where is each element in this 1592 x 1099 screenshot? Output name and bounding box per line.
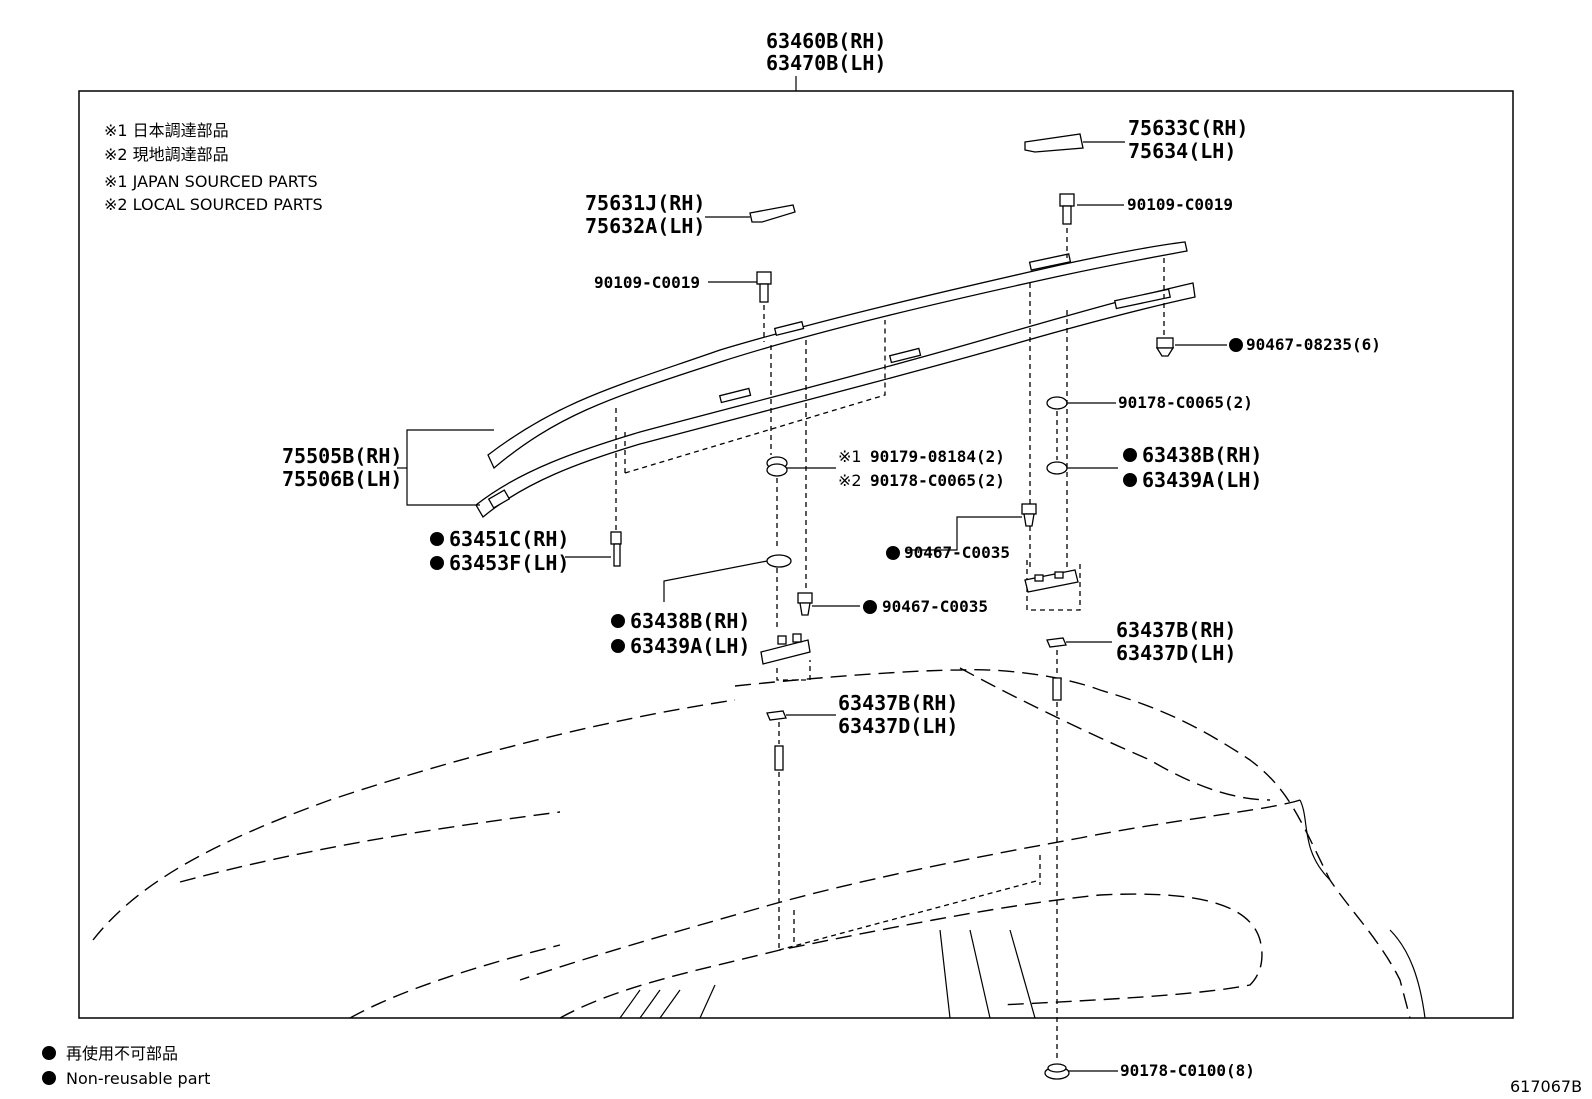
nut-rear-upper-part [1046,396,1068,410]
cover-rear-part [1024,133,1084,153]
legend-en: Non-reusable part [66,1069,210,1088]
vehicle-body-outline [92,667,1426,1019]
note-1-jp: ※1 日本調達部品 [104,121,229,140]
note-1-en: ※1 JAPAN SOURCED PARTS [104,172,318,191]
non-reusable-mark [1229,338,1243,352]
pad-front-part [766,554,792,568]
nut-front-local-label: 90178-C0065(2) [870,471,1005,490]
rail-rh-label: 75505B(RH) [282,444,402,468]
bracket-front-assembly-part [760,633,811,681]
clip-rear-label: 90467-08235(6) [1246,335,1381,354]
bolt-front-top-part [756,271,772,303]
pad-front-lh-label: 63439A(LH) [630,634,750,658]
clip-rear-mid-part [1021,503,1037,527]
roof-rail-upper [487,241,1188,470]
jp-mark: ※1 [838,447,862,466]
cover-rear-lh-label: 75634(LH) [1128,139,1236,163]
nut-bottom-label: 90178-C0100(8) [1120,1061,1255,1080]
non-reusable-mark [430,532,444,546]
stud-front-part [774,745,784,771]
bolt-front-top-label: 90109-C0019 [594,273,700,292]
clip-front-end-rh-label: 63451C(RH) [449,527,569,551]
non-reusable-mark [1123,473,1137,487]
nut-front-jp-label: 90179-08184(2) [870,447,1005,466]
cover-front-part [749,204,796,223]
bracket-front-rh-label: 63437B(RH) [838,691,958,715]
bracket-rear-assembly-part [1024,569,1079,593]
non-reusable-mark [611,639,625,653]
bracket-rear-lh-label: 63437D(LH) [1116,641,1236,665]
nut-bottom-part [1044,1063,1070,1080]
cover-rear-rh-label: 75633C(RH) [1128,116,1248,140]
clip-front-mid-label: 90467-C0035 [882,597,988,616]
clip-rear-mid-label: 90467-C0035 [904,543,1010,562]
legend-mark [42,1071,56,1085]
nut-front-part [766,456,788,477]
stud-rear-part [1052,677,1062,701]
top-assembly-lh-label: 63470B(LH) [766,51,886,75]
cover-front-lh-label: 75632A(LH) [585,214,705,238]
bracket-front-lh-label: 63437D(LH) [838,714,958,738]
cover-front-rh-label: 75631J(RH) [585,191,705,215]
note-2-en: ※2 LOCAL SOURCED PARTS [104,195,323,214]
non-reusable-mark [430,556,444,570]
rail-lh-label: 75506B(LH) [282,467,402,491]
rail-leader [406,429,494,506]
pad-rear-rh-label: 63438B(RH) [1142,443,1262,467]
non-reusable-mark [611,614,625,628]
bolt-rear-top-part [1059,193,1075,225]
clip-front-end-lh-label: 63453F(LH) [449,551,569,575]
nut-rear-upper-label: 90178-C0065(2) [1118,393,1253,412]
non-reusable-mark [1123,448,1137,462]
local-mark: ※2 [838,471,862,490]
clip-front-mid-part [797,592,813,616]
legend-mark [42,1046,56,1060]
note-2-jp: ※2 現地調達部品 [104,145,229,164]
roof-rail-lower [475,282,1196,518]
clip-front-end-part [610,531,622,567]
clip-rear-part [1155,337,1175,357]
pad-rear-part [1046,461,1068,475]
pad-front-rh-label: 63438B(RH) [630,609,750,633]
figure-id: 617067B [1510,1077,1582,1096]
diagram-frame [78,90,1514,1019]
top-assembly-rh-label: 63460B(RH) [766,29,886,53]
pad-rear-lh-label: 63439A(LH) [1142,468,1262,492]
non-reusable-mark [886,546,900,560]
legend-jp: 再使用不可部品 [66,1044,178,1063]
bracket-front-part [766,710,787,721]
bracket-rear-part [1046,637,1067,648]
non-reusable-mark [863,600,877,614]
bracket-rear-rh-label: 63437B(RH) [1116,618,1236,642]
bolt-rear-top-label: 90109-C0019 [1127,195,1233,214]
